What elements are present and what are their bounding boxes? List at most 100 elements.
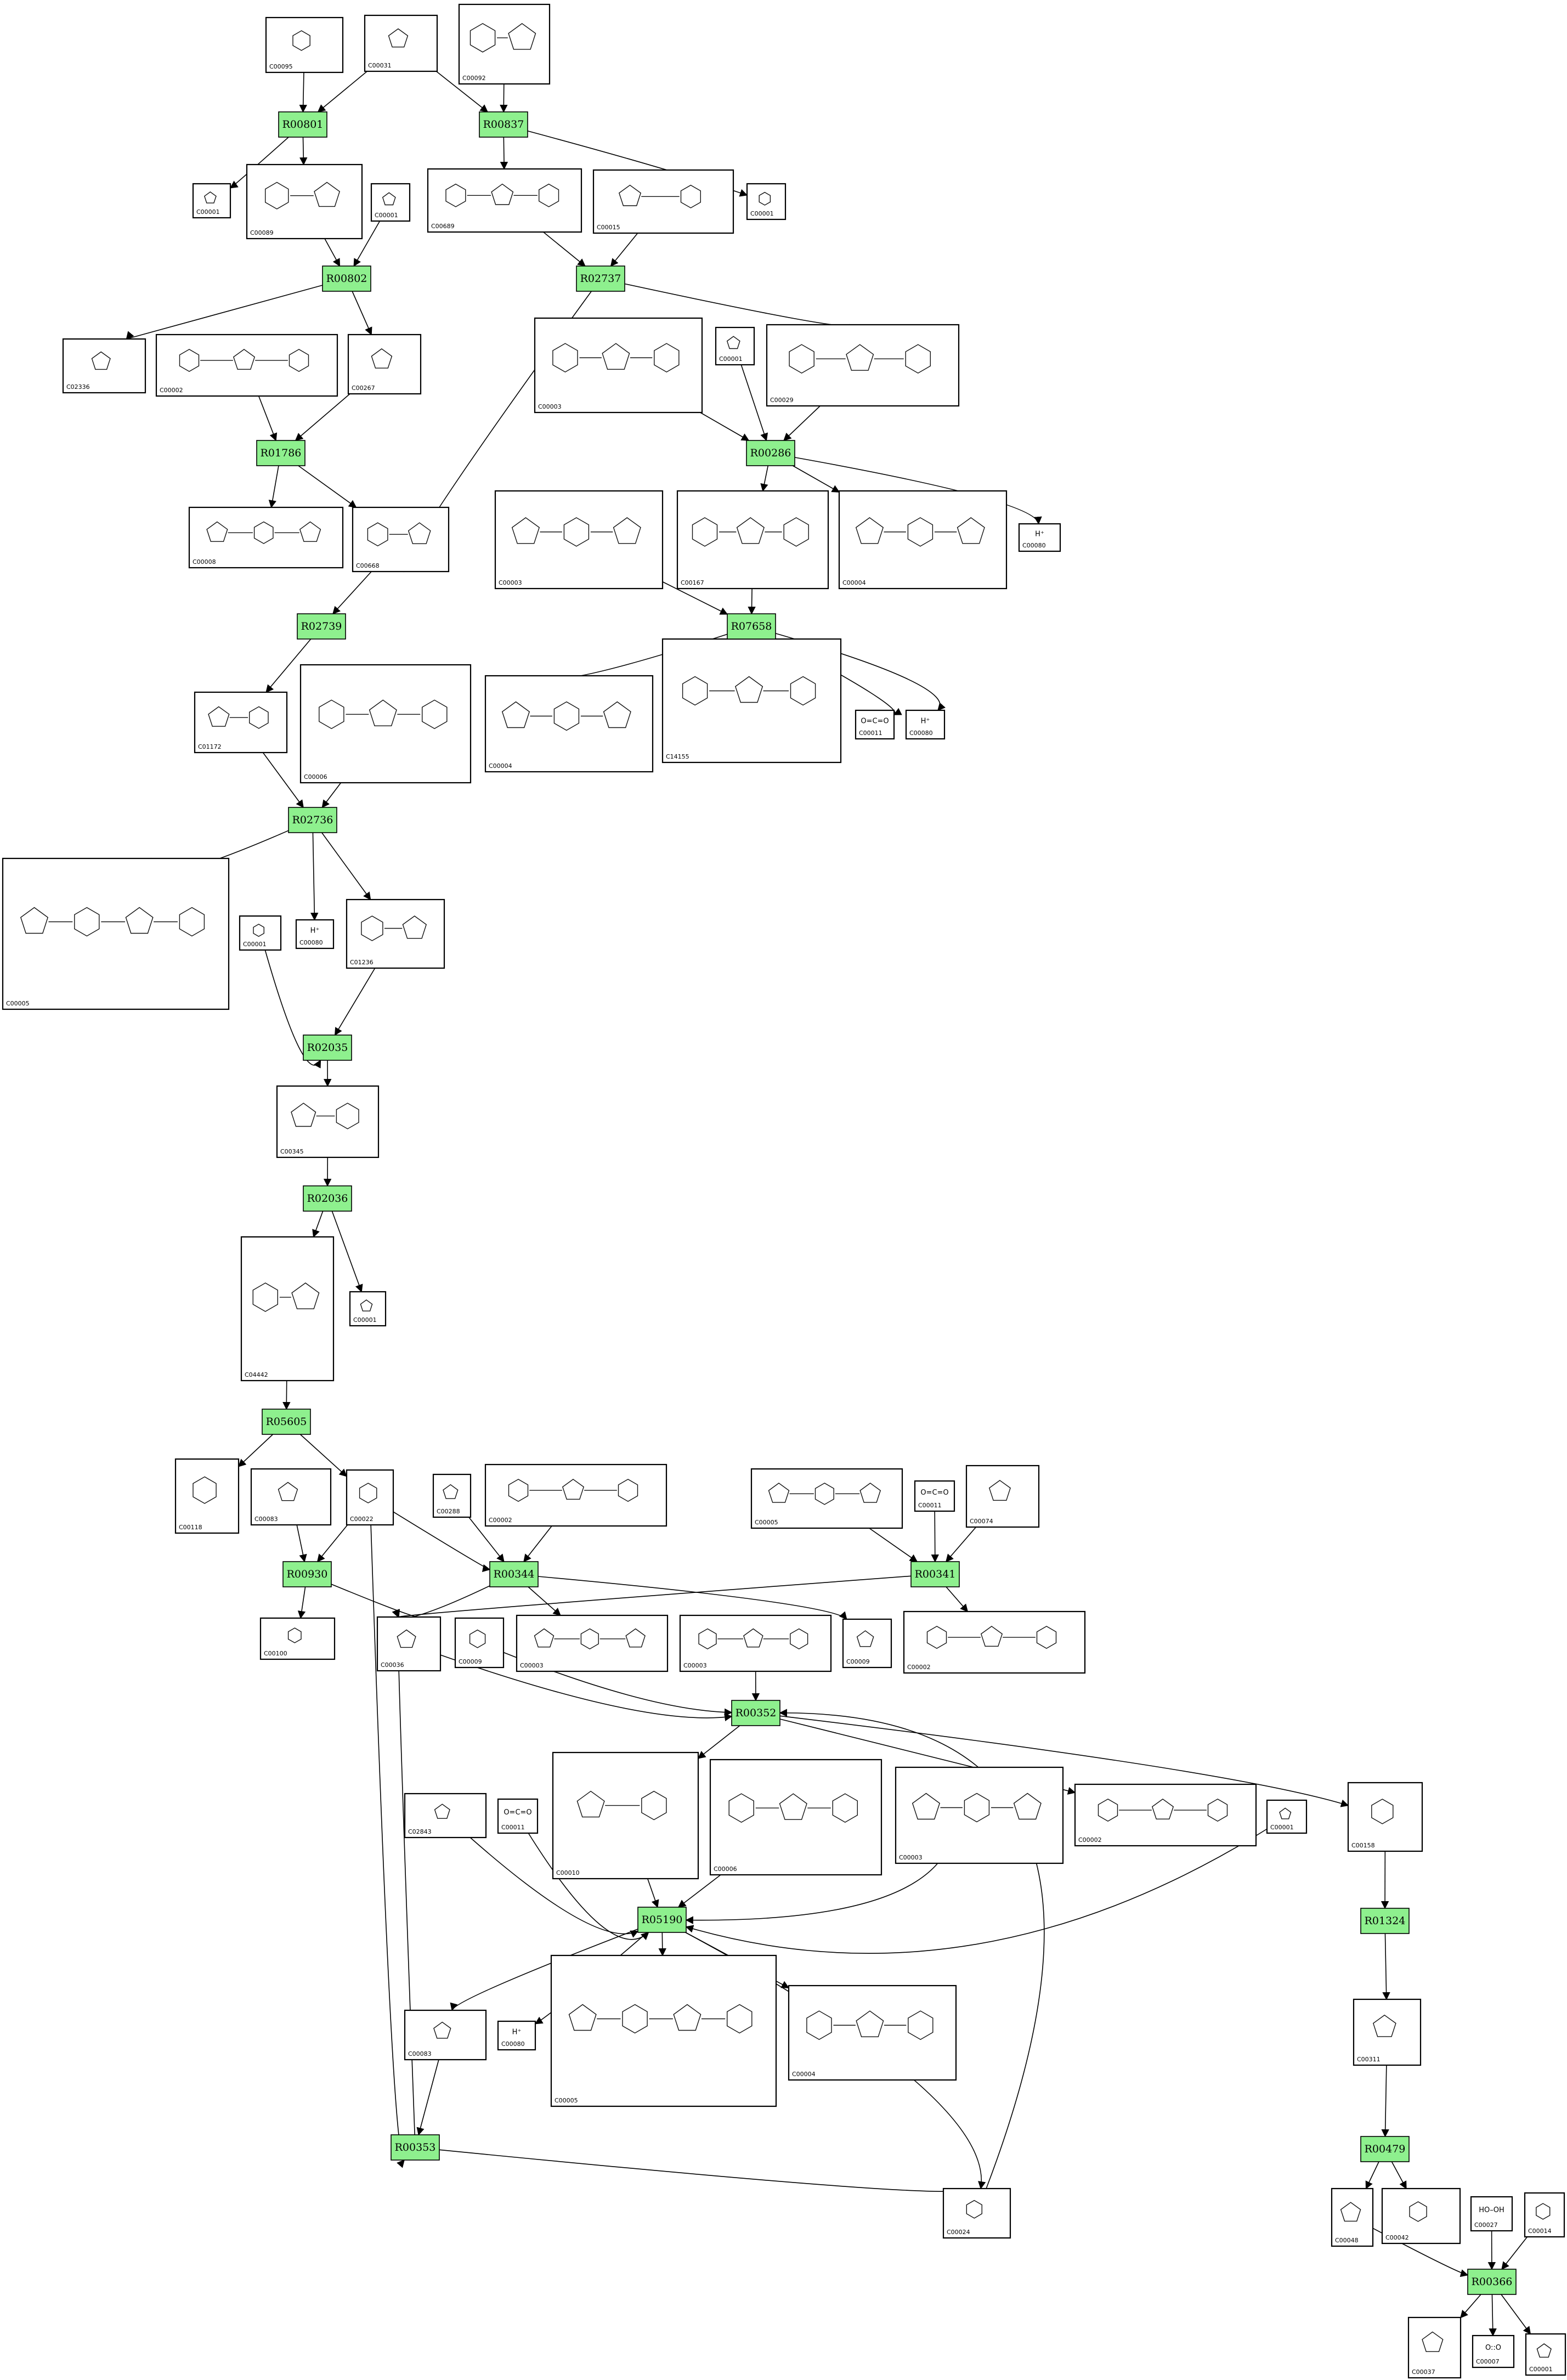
compound-C00158[interactable]: C00158 — [1347, 1782, 1423, 1852]
compound-C00003[interactable]: C00003 — [494, 490, 664, 590]
compound-C00092[interactable]: C00092 — [458, 3, 551, 85]
compound-C00074[interactable]: C00074 — [965, 1465, 1040, 1528]
molecule-ring — [680, 184, 702, 208]
compound-C00080[interactable]: H⁺C00080 — [295, 919, 335, 949]
compound-C00015[interactable]: C00015 — [592, 169, 734, 234]
compound-C04442[interactable]: C04442 — [240, 1236, 335, 1382]
reaction-R00479[interactable]: R00479 — [1360, 2136, 1410, 2162]
compound-C14155[interactable]: C14155 — [661, 638, 842, 764]
compound-C01172[interactable]: C01172 — [194, 691, 288, 754]
compound-C00002[interactable]: C00002 — [1074, 1783, 1257, 1847]
reaction-R01786[interactable]: R01786 — [256, 440, 306, 466]
compound-C00005[interactable]: C00005 — [2, 857, 230, 1010]
molecule-ring — [692, 517, 718, 547]
compound-C00118[interactable]: C00118 — [174, 1458, 240, 1534]
reaction-R02737[interactable]: R02737 — [576, 265, 625, 292]
compound-C00010[interactable]: C00010 — [552, 1751, 699, 1880]
compound-C00036[interactable]: C00036 — [376, 1616, 442, 1672]
reaction-box — [746, 440, 795, 466]
reaction-R07658[interactable]: R07658 — [727, 613, 776, 640]
compound-C00345[interactable]: C00345 — [276, 1085, 380, 1158]
compound-C00024[interactable]: C00024 — [942, 2187, 1011, 2239]
reaction-R00286[interactable]: R00286 — [746, 440, 795, 466]
compound-C00004[interactable]: C00004 — [838, 490, 1008, 590]
compound-id: C01236 — [350, 959, 374, 966]
compound-C00001[interactable]: C00001 — [370, 183, 411, 222]
compound-C00080[interactable]: H⁺C00080 — [1018, 523, 1061, 552]
compound-C00002[interactable]: C00002 — [155, 333, 338, 397]
compound-C00267[interactable]: C00267 — [347, 333, 422, 395]
compound-C01236[interactable]: C01236 — [346, 898, 445, 969]
compound-C00001[interactable]: C00001 — [349, 1291, 387, 1327]
reaction-R02736[interactable]: R02736 — [288, 807, 337, 833]
reaction-R01324[interactable]: R01324 — [1360, 1908, 1410, 1934]
compound-C00089[interactable]: C00089 — [246, 163, 363, 240]
compound-C02336[interactable]: C02336 — [62, 338, 146, 394]
reaction-R00353[interactable]: R00353 — [391, 2134, 440, 2161]
compound-C00008[interactable]: C00008 — [188, 506, 344, 569]
compound-C00167[interactable]: C00167 — [676, 490, 829, 590]
compound-C00311[interactable]: C00311 — [1353, 1998, 1422, 2066]
compound-C00003[interactable]: C00003 — [679, 1614, 832, 1672]
compound-C00048[interactable]: C00048 — [1331, 2187, 1374, 2247]
reaction-R02739[interactable]: R02739 — [297, 613, 346, 640]
compound-C00002[interactable]: C00002 — [484, 1463, 667, 1527]
compound-C00004[interactable]: C00004 — [788, 1985, 957, 2081]
compound-C00083[interactable]: C00083 — [250, 1468, 332, 1526]
compound-C00042[interactable]: C00042 — [1381, 2187, 1461, 2245]
compound-C00083[interactable]: C00083 — [404, 2009, 487, 2061]
compound-C00022[interactable]: C00022 — [346, 1469, 394, 1526]
compound-C00100[interactable]: C00100 — [259, 1617, 336, 1660]
reaction-R05190[interactable]: R05190 — [637, 1907, 687, 1933]
compound-C00014[interactable]: C00014 — [1524, 2192, 1565, 2238]
compound-C00001[interactable]: C00001 — [1266, 1799, 1308, 1834]
compound-C00005[interactable]: C00005 — [550, 1954, 777, 2107]
compound-C00004[interactable]: C00004 — [484, 675, 654, 773]
compound-C00001[interactable]: C00001 — [1525, 2333, 1566, 2376]
compound-C00080[interactable]: H⁺C00080 — [497, 2020, 536, 2051]
reaction-R00366[interactable]: R00366 — [1467, 2269, 1517, 2295]
compound-C00006[interactable]: C00006 — [709, 1759, 883, 1876]
edge-d2-R00930 — [296, 1524, 307, 1563]
compound-C00001[interactable]: C00001 — [746, 183, 787, 221]
reaction-R00930[interactable]: R00930 — [282, 1561, 332, 1587]
compound-C00080[interactable]: H⁺C00080 — [905, 709, 946, 740]
molecule-ring — [443, 1484, 459, 1499]
reaction-R00352[interactable]: R00352 — [731, 1700, 780, 1726]
compound-C00006[interactable]: C00006 — [299, 664, 472, 784]
compound-id: C00001 — [243, 941, 267, 948]
compound-C00002[interactable]: C00002 — [903, 1610, 1086, 1674]
compound-C00031[interactable]: C00031 — [364, 14, 438, 72]
compound-C00029[interactable]: C00029 — [766, 324, 960, 407]
compound-C00003[interactable]: C00003 — [516, 1614, 669, 1672]
reaction-R00837[interactable]: R00837 — [479, 111, 528, 138]
compound-C00095[interactable]: C00095 — [265, 16, 344, 74]
compound-C00689[interactable]: C00689 — [427, 168, 582, 233]
compound-C00288[interactable]: C00288 — [432, 1473, 472, 1518]
compound-C00037[interactable]: C00037 — [1407, 2316, 1462, 2379]
reaction-R02036[interactable]: R02036 — [303, 1185, 352, 1212]
compound-C00001[interactable]: C00001 — [239, 915, 282, 951]
reaction-R05605[interactable]: R05605 — [262, 1409, 311, 1435]
reaction-R00801[interactable]: R00801 — [278, 111, 327, 138]
reaction-R00802[interactable]: R00802 — [322, 265, 371, 292]
reaction-R02035[interactable]: R02035 — [303, 1034, 352, 1061]
compound-C00003[interactable]: C00003 — [895, 1766, 1064, 1864]
compound-C00005[interactable]: C00005 — [750, 1468, 903, 1529]
compound-C00001[interactable]: C00001 — [715, 326, 755, 366]
reaction-R00341[interactable]: R00341 — [910, 1561, 960, 1587]
compound-C02843[interactable]: C02843 — [404, 1793, 487, 1839]
reaction-box — [303, 1185, 352, 1212]
reaction-R00344[interactable]: R00344 — [489, 1561, 539, 1587]
compound-C00001[interactable]: C00001 — [192, 183, 231, 219]
compound-C00003[interactable]: C00003 — [534, 317, 703, 414]
compound-C00009[interactable]: C00009 — [842, 1618, 892, 1669]
compound-C00009[interactable]: C00009 — [454, 1617, 505, 1669]
compound-C00668[interactable]: C00668 — [352, 506, 450, 573]
compound-box — [1266, 1799, 1308, 1834]
